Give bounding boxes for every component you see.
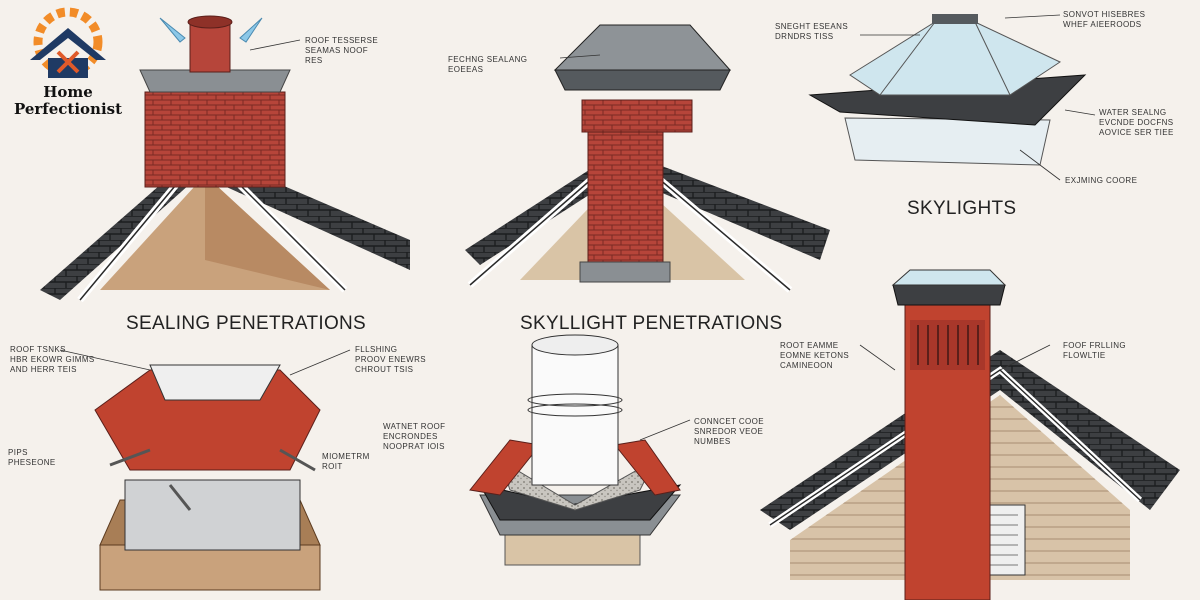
gravel-collar bbox=[499, 458, 657, 511]
label-skylight-hisebres: SONVOT HISEBRES WHEF AIEEROODS bbox=[1063, 10, 1146, 29]
label-flashing-proov: FLLSHING PROOV ENEWRS CHROUT TSIS bbox=[355, 345, 427, 374]
gear-icon bbox=[33, 7, 103, 77]
brick-chimney bbox=[144, 91, 286, 188]
label-watnet-roof: WATNET ROOF ENCRONDES NOOPRAT IOIS bbox=[383, 422, 446, 451]
label-foof-frlling: FOOF FRLLING FLOWLTIE bbox=[1063, 341, 1127, 360]
label-exjming-coore: EXJMING COORE bbox=[1065, 176, 1138, 185]
label-conncet-cooe: CONNCET COOE SNREDOR VEOE NUMBES bbox=[694, 417, 764, 446]
label-root-eamme: ROOT EAMME EOMNE KETONS CAMINEOON bbox=[780, 341, 850, 370]
curb-flashing-diagram bbox=[59, 349, 351, 591]
label-water-sealing: WATER SEALNG EVCNDE DOCFNS AOVICE SER TI… bbox=[1099, 108, 1174, 137]
metal-cap bbox=[554, 69, 731, 91]
skylight-curb bbox=[844, 117, 1051, 166]
flue-pipe bbox=[189, 21, 231, 73]
house-icon bbox=[30, 28, 106, 60]
label-miometrm: MIOMETRM ROIT bbox=[322, 452, 370, 471]
brand: Home Perfectionist bbox=[8, 8, 128, 123]
metal-box bbox=[124, 479, 301, 551]
label-pips: PIPS PHESEONE bbox=[8, 448, 56, 467]
air-arrow-left bbox=[159, 17, 186, 43]
brand-logo bbox=[30, 7, 106, 78]
roof-chimney-diagram bbox=[760, 269, 1180, 600]
caption-skylight-penetrations: SKYLLIGHT PENETRATIONS bbox=[520, 313, 783, 334]
label-skylight-seams: SNEGHT ESEANS DRNDRS TISS bbox=[775, 22, 849, 41]
caption-sealing-penetrations: SEALING PENETRATIONS bbox=[126, 313, 367, 334]
label-roof-tsnks: ROOF TSNKS HBR EKOWR GIMMS AND HERR TEIS bbox=[10, 345, 95, 374]
label-fechng-sealang: FECHNG SEALANG EOEEAS bbox=[448, 55, 528, 74]
chimney-glass-cap bbox=[891, 269, 1007, 286]
base-flashing bbox=[579, 261, 671, 283]
label-roof-seams: ROOF TESSERSE SEAMAS NOOF RES bbox=[305, 36, 379, 65]
chimney-cap bbox=[139, 69, 291, 93]
capped-chimney-diagram bbox=[465, 24, 830, 293]
brand-name-line1: Home bbox=[43, 83, 93, 101]
brand-name-line2: Perfectionist bbox=[13, 100, 123, 118]
air-arrow-right bbox=[239, 17, 263, 43]
brand-name: Home Perfectionist bbox=[8, 84, 128, 118]
chimney-diagram bbox=[40, 15, 410, 303]
skylight-diagram bbox=[808, 14, 1096, 181]
caption-skylights: SKYLIGHTS bbox=[907, 198, 1017, 219]
brick-stack bbox=[587, 129, 664, 266]
pipe-boot-diagram bbox=[469, 334, 691, 566]
